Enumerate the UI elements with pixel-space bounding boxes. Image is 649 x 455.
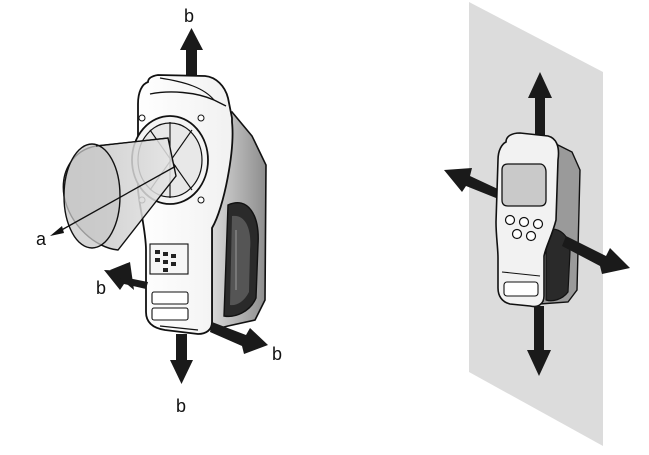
arrow-down [170, 334, 193, 384]
right-figure [444, 2, 630, 446]
wall-arrow-left [444, 168, 500, 198]
left-figure: a b b b b [36, 6, 282, 416]
axis-a-line [57, 165, 177, 233]
label-b-bottom: b [176, 396, 186, 416]
wall-device-buttons [504, 214, 544, 242]
arrow-right [210, 322, 268, 354]
wall-arrow-down [527, 306, 551, 376]
arrow-left [104, 262, 148, 290]
label-b-top: b [184, 6, 194, 26]
sensing-cone [62, 137, 177, 251]
device-keypad [149, 243, 189, 275]
label-b-left: b [96, 278, 106, 298]
wall-device-screen [501, 163, 547, 207]
label-b-right: b [272, 344, 282, 364]
wall-arrow-right [562, 236, 630, 274]
label-a: a [36, 229, 47, 249]
wall-arrow-up [528, 72, 552, 146]
arrow-up [180, 28, 203, 96]
